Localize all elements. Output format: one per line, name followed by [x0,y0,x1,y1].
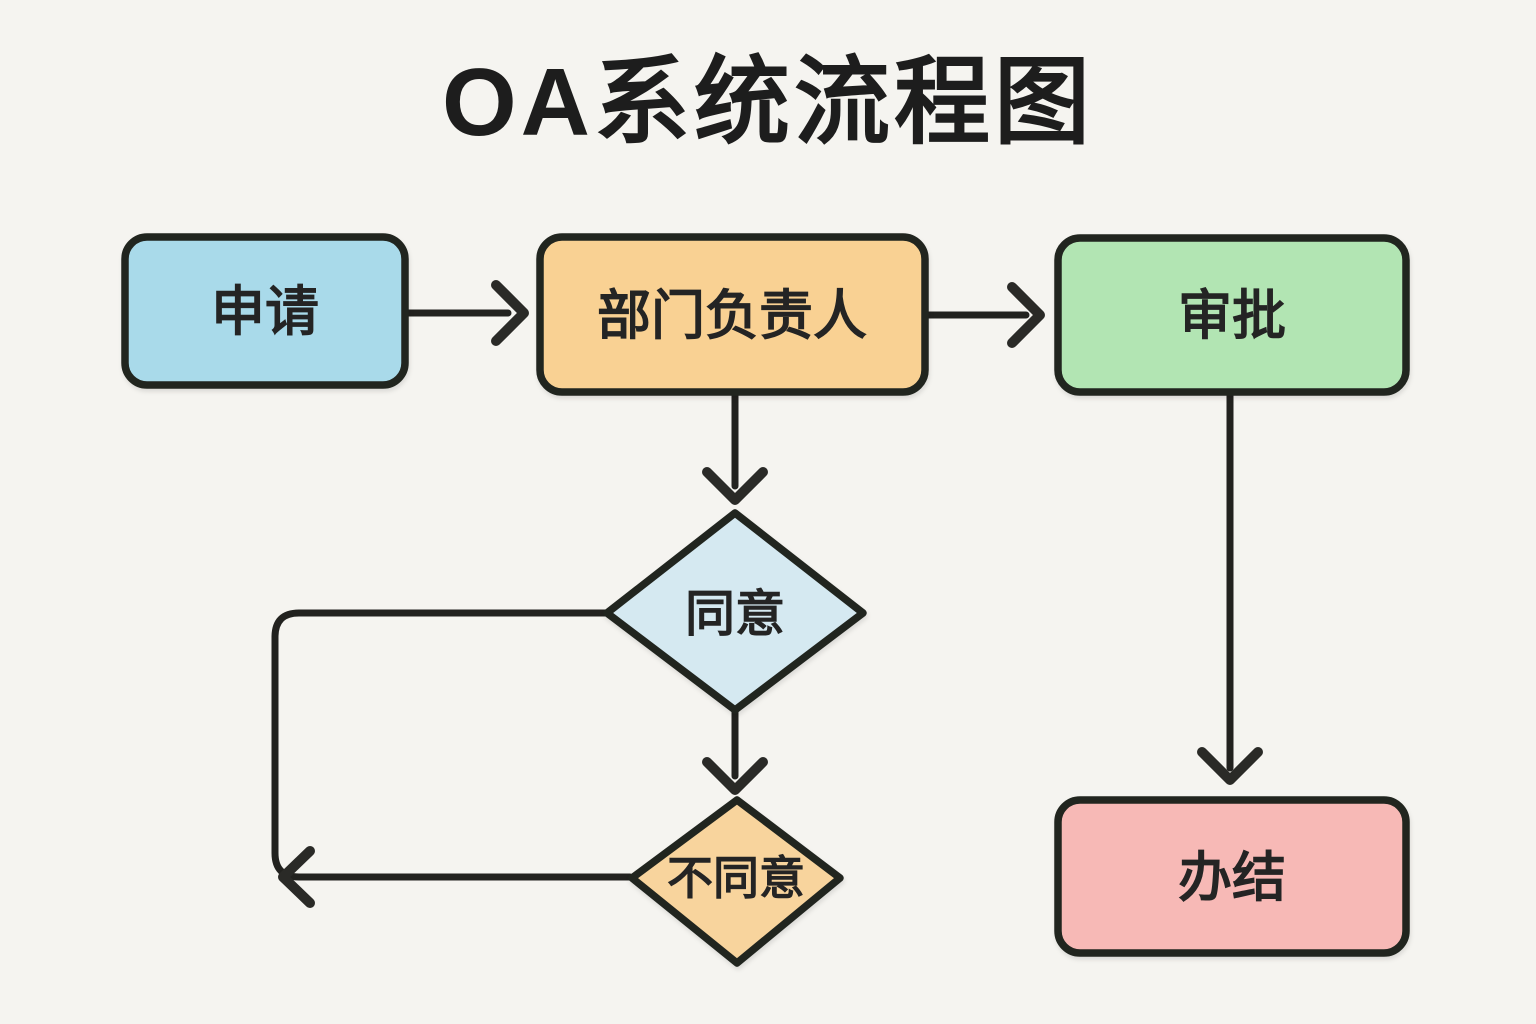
node-dept-head [536,233,929,396]
node-complete [1054,796,1410,957]
node-agree-label: 同意 [685,586,785,642]
node-disagree-label: 不同意 [667,852,805,904]
arrowhead-down-agree-disagree [702,757,768,795]
node-agree [603,509,867,714]
arrowhead-down-approve-complete [1197,747,1263,785]
node-apply-label: 申请 [211,282,319,342]
node-approve [1054,234,1410,396]
node-approve-label: 审批 [1178,286,1286,346]
node-disagree [628,796,844,967]
page-title: OA系统流程图 [442,49,1094,156]
arrowhead-right-dept-approve [1007,282,1045,348]
node-apply [121,233,409,389]
arrowhead-left-loop-back [278,846,315,908]
arrowhead-down-dept-agree [702,467,768,505]
edge-loop-back [271,609,634,881]
node-dept-head-label: 部门负责人 [597,286,867,346]
arrowhead-right-apply-dept [491,280,529,346]
node-complete-label: 办结 [1178,848,1286,908]
